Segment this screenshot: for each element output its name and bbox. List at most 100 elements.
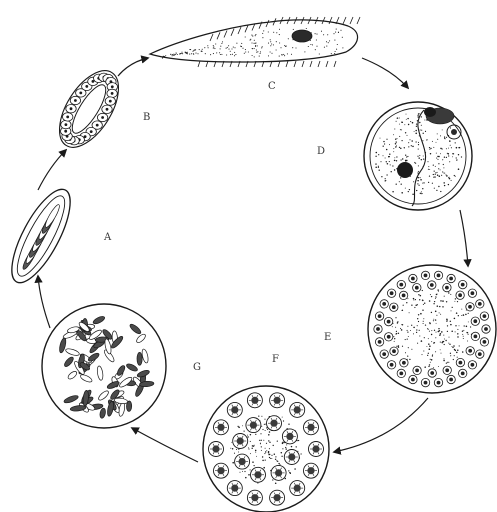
stipple-dot: [443, 173, 444, 174]
stipple-dot: [386, 139, 387, 140]
stipple-dot: [423, 350, 424, 351]
flagellum: [302, 61, 304, 67]
stage-d-nucleus: [397, 162, 413, 178]
stipple-dot: [337, 44, 338, 45]
nucleus-core: [424, 381, 428, 385]
stipple-dot: [268, 454, 270, 456]
stipple-dot: [262, 460, 264, 462]
stipple-dot: [436, 315, 437, 316]
stipple-dot: [281, 452, 282, 453]
stipple-dot: [413, 181, 414, 182]
nucleus-core: [430, 283, 434, 287]
stipple-dot: [389, 161, 390, 162]
stipple-dot: [407, 339, 408, 340]
stipple-dot: [398, 333, 399, 334]
stipple-dot: [429, 175, 430, 176]
stipple-dot: [408, 146, 409, 147]
stipple-dot: [452, 346, 453, 347]
stipple-dot: [248, 51, 249, 52]
nucleus-core: [471, 363, 475, 367]
nucleus-core: [376, 327, 380, 331]
stipple-dot: [234, 453, 235, 454]
stipple-dot: [457, 301, 458, 302]
nucleus-core: [484, 327, 488, 331]
stipple-dot: [312, 44, 313, 45]
stipple-dot: [446, 175, 448, 177]
stipple-dot: [457, 336, 458, 337]
stipple-dot: [440, 169, 441, 170]
stipple-dot: [260, 53, 261, 54]
nucleated-cell-core: [212, 445, 219, 452]
nucleus-core: [437, 381, 441, 385]
nucleated-cell-core: [274, 397, 281, 404]
nucleus-core: [461, 372, 465, 376]
stipple-dot: [275, 483, 277, 485]
stipple-dot: [271, 455, 272, 456]
stipple-dot: [468, 321, 469, 322]
stipple-dot: [444, 157, 445, 158]
stipple-dot: [389, 144, 390, 145]
stipple-dot: [396, 145, 397, 146]
stipple-dot: [280, 47, 281, 48]
stipple-dot: [395, 146, 396, 147]
stipple-dot: [268, 31, 269, 32]
stipple-dot: [276, 32, 277, 33]
cluster-cell-nucleus: [111, 92, 114, 95]
stipple-dot: [248, 447, 249, 448]
stipple-dot: [428, 338, 429, 339]
stipple-dot: [415, 162, 416, 163]
stipple-dot: [295, 47, 296, 48]
stipple-dot: [388, 156, 389, 157]
stipple-dot: [219, 52, 220, 53]
stipple-dot: [437, 159, 438, 160]
stipple-dot: [465, 314, 467, 316]
nucleated-cell-core: [307, 467, 314, 474]
stipple-dot: [170, 54, 171, 55]
stipple-dot: [448, 153, 450, 155]
stipple-dot: [407, 330, 408, 331]
stipple-dot: [413, 327, 415, 329]
stipple-dot: [288, 424, 289, 425]
stipple-dot: [402, 346, 403, 347]
stipple-dot: [452, 347, 453, 348]
flagellum: [294, 61, 296, 67]
stipple-dot: [282, 448, 283, 449]
nucleated-cell-core: [251, 397, 258, 404]
stipple-dot: [418, 142, 419, 143]
nucleated-cell-core: [294, 485, 301, 492]
stipple-dot: [448, 184, 449, 185]
stipple-dot: [265, 451, 266, 452]
stipple-dot: [383, 146, 384, 147]
nucleus-core: [468, 349, 472, 353]
stipple-dot: [308, 46, 309, 47]
stipple-dot: [261, 450, 262, 451]
stipple-dot: [335, 51, 336, 52]
stipple-dot: [431, 359, 433, 361]
stipple-dot: [450, 324, 452, 326]
stipple-dot: [435, 296, 436, 297]
arrow-b-to-c: [118, 58, 148, 76]
stipple-dot: [438, 328, 439, 329]
stipple-dot: [422, 290, 423, 291]
stipple-dot: [438, 331, 439, 332]
stipple-dot: [380, 161, 381, 162]
stipple-dot: [438, 291, 439, 292]
stipple-dot: [431, 312, 432, 313]
stipple-dot: [381, 176, 382, 177]
stipple-dot: [276, 460, 277, 461]
stipple-dot: [268, 434, 270, 436]
stipple-dot: [408, 347, 409, 348]
stipple-dot: [164, 56, 165, 57]
stipple-dot: [415, 299, 416, 300]
stipple-dot: [431, 330, 432, 331]
stipple-dot: [248, 474, 250, 476]
stipple-dot: [252, 36, 253, 37]
stipple-dot: [240, 472, 241, 473]
stipple-dot: [264, 424, 265, 425]
stipple-dot: [416, 332, 417, 333]
stipple-dot: [432, 183, 433, 184]
stipple-dot: [398, 345, 399, 346]
stipple-dot: [421, 340, 423, 342]
stipple-dot: [260, 51, 261, 52]
flagellum: [318, 61, 320, 67]
